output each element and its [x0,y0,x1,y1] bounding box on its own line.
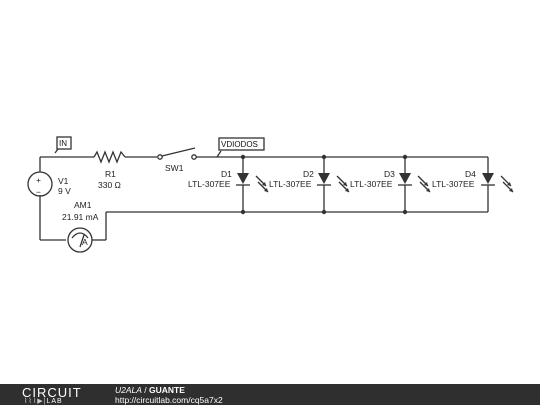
footer-bar: CIRCUIT ⌇⌇⌇▶|LAB U2ALA / GUANTE http://c… [0,384,540,405]
sw1-name: SW1 [165,163,184,173]
resistor-zigzag-icon: ⌇⌇⌇▶| [24,398,47,405]
junctions [240,154,408,215]
d4-name: D4 [465,169,476,179]
d2-part: LTL-307EE [269,179,312,189]
footer-url-link[interactable]: http://circuitlab.com/cq5a7x2 [115,395,223,405]
led-triangle [482,173,494,184]
v1-name: V1 [58,176,69,186]
r1-name: R1 [105,169,116,179]
v1-value: 9 V [58,186,71,196]
junction-dot [402,154,408,160]
ammeter-symbol-label: A [82,237,88,247]
footer-circuit-name[interactable]: GUANTE [149,385,185,395]
wires [39,156,489,241]
junction-dot [240,154,246,160]
voltage-source-symbol [27,171,53,197]
am1-value: 21.91 mA [62,212,99,222]
d2-name: D2 [303,169,314,179]
am1-name: AM1 [74,200,92,210]
v1-plus: + [36,175,41,185]
net-tag-in-label: IN [59,139,67,148]
junction-dot [321,154,327,160]
net-tag-in[interactable]: IN [54,136,72,154]
led-triangle [318,173,330,184]
d3-part: LTL-307EE [350,179,393,189]
d4-part: LTL-307EE [432,179,475,189]
voltage-source-v1[interactable]: + − V1 9 V [27,171,71,197]
footer-title: U2ALA / GUANTE [115,385,185,395]
logo-top-text: CIRCUIT [22,385,82,400]
led-triangle [237,173,249,184]
footer-user[interactable]: U2ALA [115,385,142,395]
footer-separator: / [141,385,150,395]
switch-sw1[interactable]: SW1 [157,147,219,173]
d3-name: D3 [384,169,395,179]
junction-dot [402,209,408,215]
led-d2[interactable]: D2 LTL-307EE [269,169,350,193]
led-d1[interactable]: D1 LTL-307EE [188,169,269,193]
net-tag-vdiodos[interactable]: VDIODOS [216,137,265,158]
d1-name: D1 [221,169,232,179]
resistor-r1[interactable]: R1 330 Ω [93,150,126,190]
switch-contact [191,154,197,160]
junction-dot [321,209,327,215]
junction-dot [240,209,246,215]
circuitlab-logo-sub: ⌇⌇⌇▶|LAB [24,397,63,405]
d1-part: LTL-307EE [188,179,231,189]
net-tag-vdiodos-label: VDIODOS [221,140,258,149]
circuit-schematic: + − V1 9 V IN R1 330 Ω SW1 VDIODOS A AM1 [27,136,514,253]
r1-value: 330 Ω [98,180,121,190]
v1-minus: − [36,187,41,197]
logo-bottom-text: LAB [46,398,63,405]
led-d3[interactable]: D3 LTL-307EE [350,169,431,193]
led-d4[interactable]: D4 LTL-307EE [432,169,514,193]
switch-contact [157,154,163,160]
ammeter-symbol [67,227,93,253]
led-triangle [399,173,411,184]
ammeter-am1[interactable]: A AM1 21.91 mA [62,200,106,253]
circuitlab-logo[interactable]: CIRCUIT [22,385,82,400]
switch-lever [161,147,196,157]
resistor-symbol [93,150,126,164]
